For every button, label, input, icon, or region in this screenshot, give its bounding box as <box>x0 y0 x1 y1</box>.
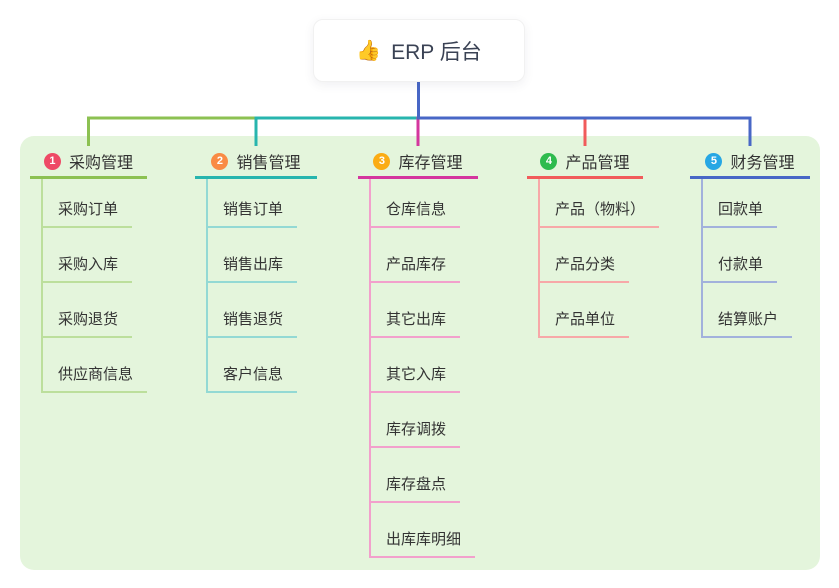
number-badge: 4 <box>540 152 558 170</box>
child-topic[interactable]: 销售出库 <box>206 253 298 283</box>
child-row: 采购退货 <box>30 283 147 338</box>
child-row: 产品（物料） <box>527 179 660 228</box>
child-row: 库存调拨 <box>358 393 478 448</box>
number-badge: 1 <box>43 152 61 170</box>
branch-topic[interactable]: 3 库存管理 <box>358 146 478 179</box>
branch-topic[interactable]: 4 产品管理 <box>527 146 643 179</box>
child-row: 付款单 <box>690 228 810 283</box>
child-topic[interactable]: 供应商信息 <box>41 363 148 393</box>
child-topic[interactable]: 库存盘点 <box>369 473 461 503</box>
child-topic[interactable]: 销售退货 <box>206 308 298 338</box>
children-group: 销售订单销售出库销售退货客户信息 <box>195 179 317 393</box>
branch-3: 3 库存管理仓库信息产品库存其它出库其它入库库存调拨库存盘点出库库明细 <box>358 146 478 558</box>
mindmap-canvas <box>20 136 820 570</box>
child-topic[interactable]: 采购退货 <box>41 308 133 338</box>
branch-4: 4 产品管理产品（物料） 产品分类产品单位 <box>527 146 660 338</box>
child-topic[interactable]: 客户信息 <box>206 363 298 393</box>
child-row: 回款单 <box>690 179 810 228</box>
child-topic[interactable]: 产品分类 <box>538 253 630 283</box>
branch-1: 1 采购管理采购订单采购入库采购退货供应商信息 <box>30 146 148 393</box>
child-topic[interactable]: 采购订单 <box>41 198 133 228</box>
branch-topic[interactable]: 5 财务管理 <box>690 146 810 179</box>
child-row: 产品单位 <box>527 283 643 338</box>
branch-label: 采购管理 <box>68 155 133 172</box>
child-topic[interactable]: 产品单位 <box>538 308 630 338</box>
child-row: 库存盘点 <box>358 448 478 503</box>
number-badge: 5 <box>705 152 723 170</box>
child-topic[interactable]: 采购入库 <box>41 253 133 283</box>
branch-label: 销售管理 <box>236 155 301 172</box>
root-label: ERP 后台 <box>391 40 482 64</box>
child-row: 供应商信息 <box>30 338 148 393</box>
child-topic[interactable]: 库存调拨 <box>369 418 461 448</box>
number-badge: 2 <box>211 152 229 170</box>
child-row: 销售订单 <box>195 179 317 228</box>
branch-topic[interactable]: 1 采购管理 <box>30 146 147 179</box>
child-row: 其它出库 <box>358 283 478 338</box>
child-row: 结算账户 <box>690 283 810 338</box>
child-topic[interactable]: 出库库明细 <box>369 528 476 558</box>
child-topic[interactable]: 产品库存 <box>369 253 461 283</box>
child-row: 采购入库 <box>30 228 147 283</box>
child-topic[interactable]: 结算账户 <box>701 308 793 338</box>
child-topic[interactable]: 其它出库 <box>369 308 461 338</box>
child-row: 销售出库 <box>195 228 317 283</box>
child-row: 其它入库 <box>358 338 478 393</box>
child-topic[interactable]: 回款单 <box>701 198 778 228</box>
child-topic[interactable]: 付款单 <box>701 253 778 283</box>
branch-5: 5 财务管理回款单付款单结算账户 <box>690 146 810 338</box>
branch-2: 2 销售管理销售订单销售出库销售退货客户信息 <box>195 146 317 393</box>
child-topic[interactable]: 其它入库 <box>369 363 461 393</box>
branch-label: 财务管理 <box>730 155 795 172</box>
child-topic[interactable]: 仓库信息 <box>369 198 461 228</box>
children-group: 采购订单采购入库采购退货供应商信息 <box>30 179 148 393</box>
child-topic[interactable]: 产品（物料） <box>538 198 660 228</box>
child-topic[interactable]: 销售订单 <box>206 198 298 228</box>
child-row: 产品库存 <box>358 228 478 283</box>
child-row: 产品分类 <box>527 228 643 283</box>
child-row: 仓库信息 <box>358 179 478 228</box>
branch-label: 库存管理 <box>398 155 463 172</box>
children-group: 产品（物料） 产品分类产品单位 <box>527 179 660 338</box>
root-node[interactable]: 👍 ERP 后台 <box>313 19 525 82</box>
number-badge: 3 <box>373 152 391 170</box>
children-group: 仓库信息产品库存其它出库其它入库库存调拨库存盘点出库库明细 <box>358 179 478 558</box>
branch-label: 产品管理 <box>565 155 630 172</box>
child-row: 采购订单 <box>30 179 147 228</box>
children-group: 回款单付款单结算账户 <box>690 179 810 338</box>
child-row: 客户信息 <box>195 338 317 393</box>
thumbs-up-icon: 👍 <box>356 39 382 62</box>
child-row: 出库库明细 <box>358 503 478 558</box>
branch-topic[interactable]: 2 销售管理 <box>195 146 317 179</box>
child-row: 销售退货 <box>195 283 317 338</box>
